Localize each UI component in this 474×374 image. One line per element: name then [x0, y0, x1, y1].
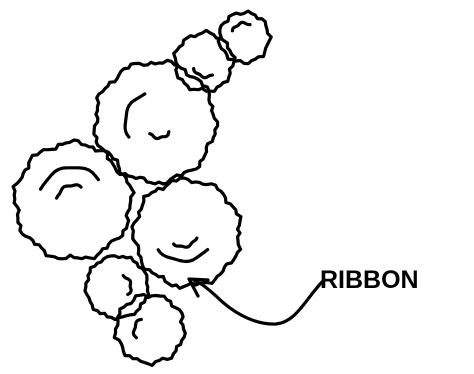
roller-bottom-small — [112, 292, 187, 367]
roller-right-large — [130, 176, 243, 290]
roller-bottom-small-mark — [131, 317, 143, 340]
roller-lower-small-mark — [121, 274, 133, 296]
roller-left-large — [11, 138, 136, 261]
roller-right-large-mark — [172, 236, 199, 249]
roller-lower-small — [83, 254, 151, 322]
roller-upper-large-mark — [148, 130, 171, 141]
ribbon-arrowhead — [187, 277, 210, 298]
roller-group — [11, 9, 273, 367]
roller-upper-large-mark — [123, 92, 147, 139]
ribbon-label: RIBBON — [320, 266, 419, 294]
roller-top-medium — [172, 28, 237, 93]
roller-right-large-mark — [156, 248, 210, 264]
roller-top-small-mark — [230, 20, 252, 33]
roller-upper-large — [92, 58, 220, 186]
roller-top-small — [216, 9, 273, 66]
roller-top-medium-mark — [192, 66, 214, 80]
roller-left-large-mark — [55, 183, 83, 200]
ribbon-pointer-line — [193, 279, 324, 326]
roller-left-large-mark — [38, 166, 100, 191]
